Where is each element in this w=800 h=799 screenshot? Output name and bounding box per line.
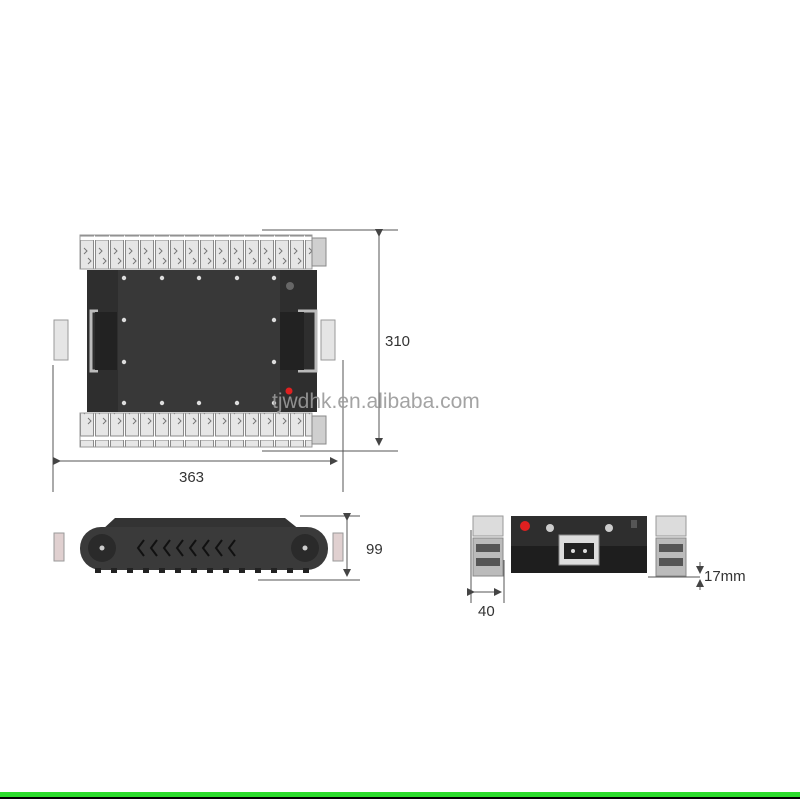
right-bumper [320, 319, 336, 361]
front-track-right [655, 515, 687, 577]
side-bumper-left [53, 532, 65, 562]
upper-track [79, 234, 327, 270]
bolt-holes [121, 275, 277, 406]
dimension-lines-front [467, 530, 704, 603]
side-bumper-right [332, 532, 344, 562]
width-dimension-label: 310 [385, 333, 410, 350]
watermark: tjwdhk.en.alibaba.com [272, 390, 480, 413]
dimension-lines-top [52, 229, 398, 492]
left-bumper [53, 319, 69, 361]
right-handle [298, 309, 318, 373]
top-view: 310 363 [52, 229, 410, 492]
red-indicator-front-icon [520, 521, 530, 531]
front-view: 40 17mm [467, 515, 746, 620]
ground-clearance-label: 17mm [704, 568, 746, 585]
power-switch-icon [286, 282, 294, 290]
height-dimension-label: 99 [366, 541, 383, 558]
dimension-lines-side [258, 513, 360, 581]
side-view: 99 [53, 513, 383, 581]
bottom-accent-bar [0, 792, 800, 799]
top-plate [118, 270, 280, 412]
track-treads [95, 568, 309, 573]
red-indicator-icon [285, 387, 293, 395]
lower-track [79, 412, 327, 448]
length-dimension-label: 363 [179, 469, 204, 486]
chevron-arrows [136, 539, 236, 557]
left-handle [89, 309, 98, 373]
track-width-label: 40 [478, 603, 495, 620]
front-track-left [472, 515, 504, 577]
